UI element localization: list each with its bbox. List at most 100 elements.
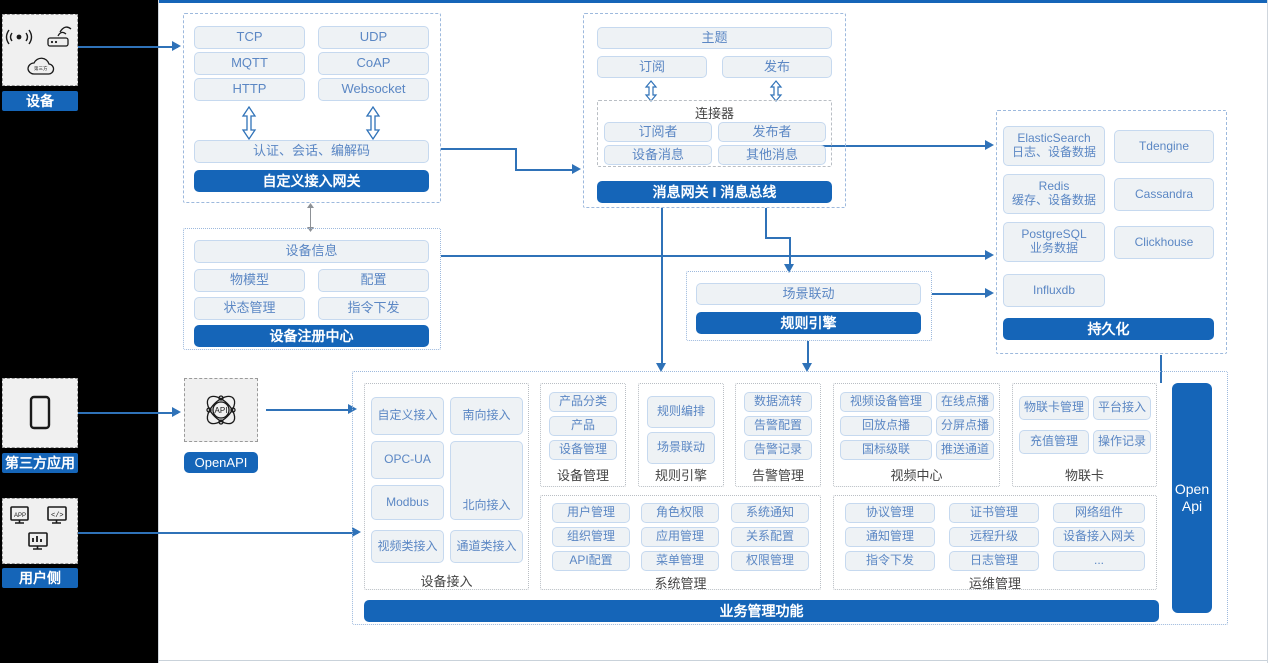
om-protocol-mgmt[interactable]: 协议管理	[845, 503, 935, 523]
om-cert-mgmt[interactable]: 证书管理	[949, 503, 1039, 523]
vc-push-channel[interactable]: 推送通道	[936, 440, 994, 460]
line-bus-to-rule-v2	[789, 237, 791, 267]
code-monitor-icon: </>	[47, 506, 67, 524]
dm-device-mgmt[interactable]: 设备管理	[549, 440, 617, 460]
device-tile: 第三方	[2, 14, 78, 86]
dm-product[interactable]: 产品	[549, 416, 617, 436]
sm-perm-mgmt[interactable]: 权限管理	[731, 551, 809, 571]
subscribe-box[interactable]: 订阅	[597, 56, 707, 78]
om-network-component[interactable]: 网络组件	[1053, 503, 1145, 523]
rail-label-user-side: 用户侧	[2, 568, 78, 588]
db-influxdb[interactable]: Influxdb	[1003, 274, 1105, 307]
re-rule-orchestration[interactable]: 规则编排	[647, 396, 715, 428]
publish-box[interactable]: 发布	[722, 56, 832, 78]
ic-card-mgmt[interactable]: 物联卡管理	[1019, 396, 1089, 420]
connector-subscriber[interactable]: 订阅者	[604, 122, 712, 142]
rule-scene-linkage[interactable]: 场景联动	[696, 283, 921, 305]
business-footer[interactable]: 业务管理功能	[364, 600, 1159, 622]
ic-operation-log[interactable]: 操作记录	[1093, 430, 1151, 454]
group-label-ops-mgmt: 运维管理	[968, 576, 1021, 591]
da-video-access[interactable]: 视频类接入	[371, 530, 444, 563]
vc-playback[interactable]: 回放点播	[840, 416, 932, 436]
sm-org-mgmt[interactable]: 组织管理	[552, 527, 630, 547]
group-label-video-center: 视频中心	[890, 468, 943, 483]
da-channel-access[interactable]: 通道类接入	[450, 530, 523, 563]
ic-recharge-mgmt[interactable]: 充值管理	[1019, 430, 1089, 454]
db-postgresql[interactable]: PostgreSQL 业务数据	[1003, 222, 1105, 262]
db-postgresql-name: PostgreSQL	[1021, 227, 1087, 242]
vc-split-screen[interactable]: 分屏点播	[936, 416, 994, 436]
connector-subpanel	[597, 100, 832, 167]
registry-command[interactable]: 指令下发	[318, 297, 429, 320]
registry-state-mgmt[interactable]: 状态管理	[194, 297, 305, 320]
persistence-footer[interactable]: 持久化	[1003, 318, 1214, 340]
sm-sys-notify[interactable]: 系统通知	[731, 503, 809, 523]
openapi-badge[interactable]: OpenAPI	[184, 452, 258, 473]
re-scene-linkage[interactable]: 场景联动	[647, 432, 715, 464]
vc-video-device-mgmt[interactable]: 视频设备管理	[840, 392, 932, 412]
arrowhead-gateway-bus	[572, 164, 581, 174]
sm-app-mgmt[interactable]: 应用管理	[641, 527, 719, 547]
rule-engine-footer[interactable]: 规则引擎	[696, 312, 921, 334]
group-label-device-access: 设备接入	[420, 574, 473, 589]
message-bus-footer[interactable]: 消息网关 I 消息总线	[597, 181, 832, 203]
registry-device-info[interactable]: 设备信息	[194, 240, 429, 263]
om-notify-mgmt[interactable]: 通知管理	[845, 527, 935, 547]
registry-config[interactable]: 配置	[318, 269, 429, 292]
line-openapi-to-business	[266, 409, 351, 411]
protocol-http[interactable]: HTTP	[194, 78, 305, 101]
protocol-websocket[interactable]: Websocket	[318, 78, 429, 101]
sm-user-mgmt[interactable]: 用户管理	[552, 503, 630, 523]
da-modbus[interactable]: Modbus	[371, 485, 444, 520]
group-device-access	[364, 383, 529, 590]
vc-online-play[interactable]: 在线点播	[936, 392, 994, 412]
om-device-gateway[interactable]: 设备接入网关	[1053, 527, 1145, 547]
arrowhead-thirdparty-openapi	[172, 407, 181, 417]
protocol-coap[interactable]: CoAP	[318, 52, 429, 75]
gateway-footer[interactable]: 自定义接入网关	[194, 170, 429, 192]
sm-relation-config[interactable]: 关系配置	[731, 527, 809, 547]
registry-panel	[183, 228, 441, 350]
om-more[interactable]: ...	[1053, 551, 1145, 571]
sm-api-config[interactable]: API配置	[552, 551, 630, 571]
group-label-iot-card: 物联卡	[1064, 468, 1104, 483]
om-remote-upgrade[interactable]: 远程升级	[949, 527, 1039, 547]
connector-device-message[interactable]: 设备消息	[604, 145, 712, 165]
gateway-middle-layer[interactable]: 认证、会话、编解码	[194, 140, 429, 163]
da-southbound[interactable]: 南向接入	[450, 397, 523, 435]
am-alarm-config[interactable]: 告警配置	[744, 416, 812, 436]
da-opcua[interactable]: OPC-UA	[371, 441, 444, 479]
connector-other-message[interactable]: 其他消息	[718, 145, 826, 165]
protocol-udp[interactable]: UDP	[318, 26, 429, 49]
group-video-center	[833, 383, 1000, 487]
registry-footer[interactable]: 设备注册中心	[194, 325, 429, 347]
vc-gb-cascade[interactable]: 国标级联	[840, 440, 932, 460]
om-log-mgmt[interactable]: 日志管理	[949, 551, 1039, 571]
am-data-flow[interactable]: 数据流转	[744, 392, 812, 412]
registry-thing-model[interactable]: 物模型	[194, 269, 305, 292]
om-command-issue[interactable]: 指令下发	[845, 551, 935, 571]
protocol-mqtt[interactable]: MQTT	[194, 52, 305, 75]
db-clickhouse[interactable]: Clickhouse	[1114, 226, 1214, 259]
db-redis[interactable]: Redis 缓存、设备数据	[1003, 174, 1105, 214]
business-panel	[352, 371, 1228, 625]
group-iot-card	[1012, 383, 1157, 487]
am-alarm-record[interactable]: 告警记录	[744, 440, 812, 460]
db-tdengine[interactable]: Tdengine	[1114, 130, 1214, 163]
openapi-vertical-bar[interactable]: Open Api	[1172, 383, 1212, 613]
topic-box[interactable]: 主题	[597, 27, 832, 49]
ic-platform-access[interactable]: 平台接入	[1093, 396, 1151, 420]
sm-role-perm[interactable]: 角色权限	[641, 503, 719, 523]
connector-title: 连接器	[694, 106, 734, 121]
chart-monitor-icon	[28, 532, 48, 550]
dm-product-category[interactable]: 产品分类	[549, 392, 617, 412]
da-northbound[interactable]: 北向接入	[450, 441, 523, 520]
db-cassandra[interactable]: Cassandra	[1114, 178, 1214, 211]
gateway-panel	[183, 13, 441, 203]
da-custom-access[interactable]: 自定义接入	[371, 397, 444, 435]
cloud-icon: 第三方	[27, 57, 55, 75]
sm-menu-mgmt[interactable]: 菜单管理	[641, 551, 719, 571]
db-elasticsearch[interactable]: ElasticSearch 日志、设备数据	[1003, 126, 1105, 166]
connector-publisher[interactable]: 发布者	[718, 122, 826, 142]
protocol-tcp[interactable]: TCP	[194, 26, 305, 49]
